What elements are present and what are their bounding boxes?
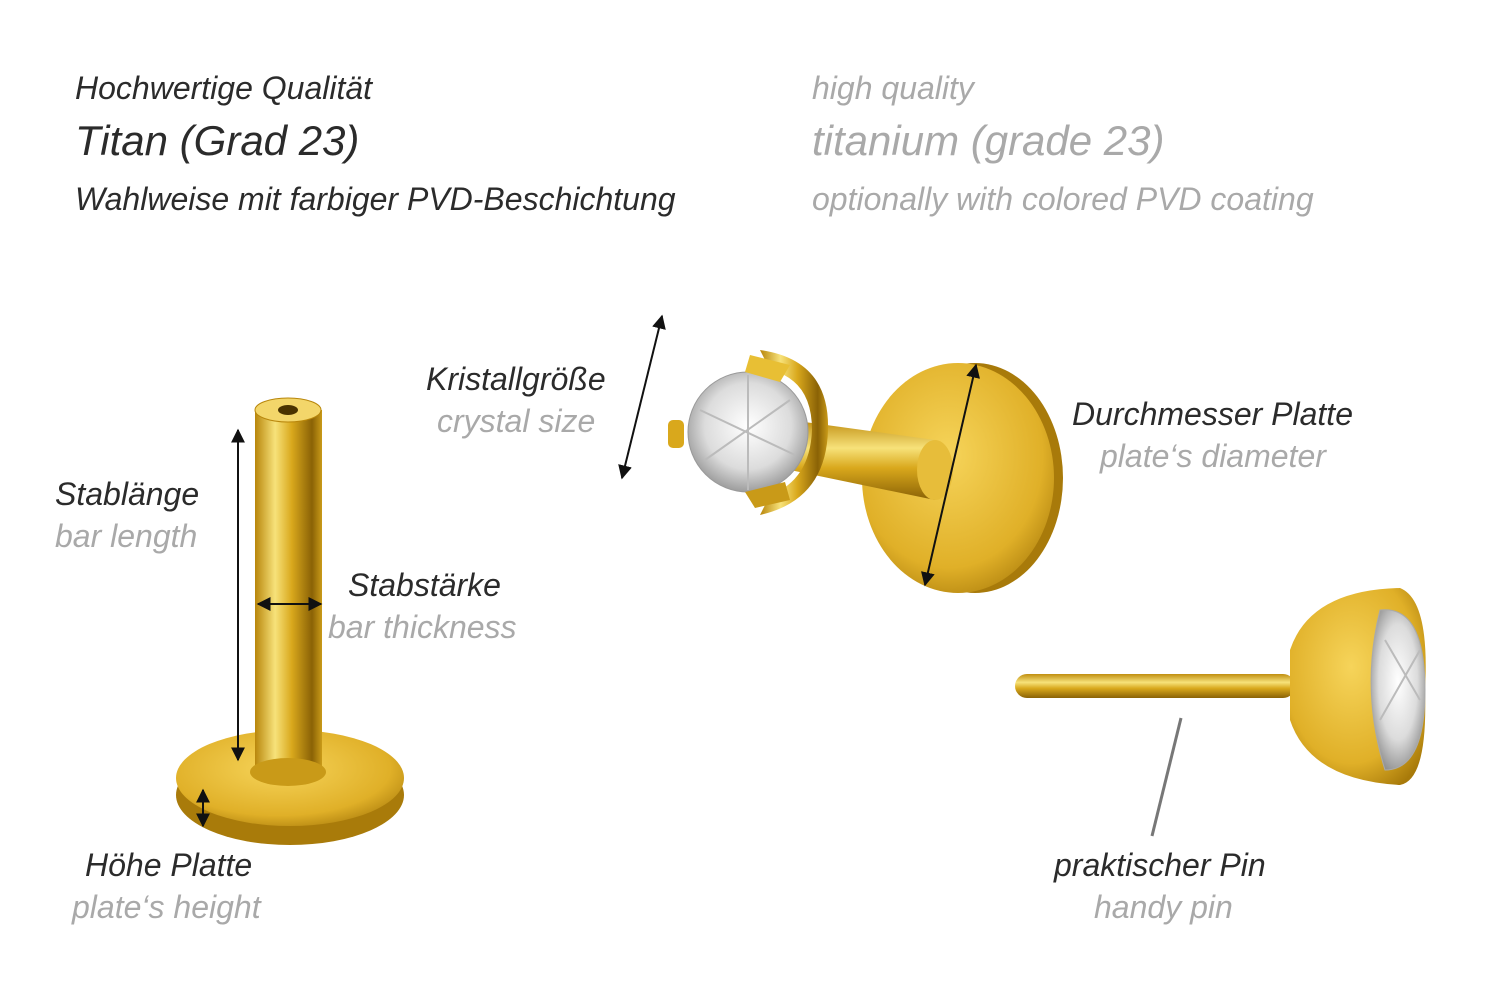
label-plate-diameter-en: plate‘s diameter: [1100, 438, 1326, 474]
header-quality-en: high quality: [812, 70, 974, 106]
crystal-size-arrow: [618, 314, 666, 480]
label-pin-en: handy pin: [1094, 889, 1233, 925]
label-bar-thickness-de: Stabstärke: [348, 567, 501, 603]
header-quality-de: Hochwertige Qualität: [75, 70, 373, 106]
label-bar-length-de: Stablänge: [55, 476, 200, 512]
label-plate-diameter-de: Durchmesser Platte: [1072, 396, 1353, 432]
pin-with-crystal: [1015, 588, 1426, 785]
label-plate-height-de: Höhe Platte: [85, 847, 253, 883]
label-bar-thickness-en: bar thickness: [328, 609, 517, 645]
label-pin-de: praktischer Pin: [1054, 847, 1266, 883]
label-crystal-size-en: crystal size: [437, 403, 596, 439]
pin-pointer-line: [1150, 717, 1183, 837]
header-material-en: titanium (grade 23): [812, 117, 1165, 164]
header-coating-de: Wahlweise mit farbiger PVD-Beschichtung: [75, 181, 676, 217]
label-crystal-size-de: Kristallgröße: [426, 361, 606, 397]
labret-with-crystal: [668, 350, 1063, 593]
header-coating-en: optionally with colored PVD coating: [812, 181, 1314, 217]
plate-diameter-arrow: [921, 363, 980, 587]
header-material-de: Titan (Grad 23): [75, 117, 360, 164]
label-bar-length-en: bar length: [55, 518, 198, 554]
label-plate-height-en: plate‘s height: [72, 889, 261, 925]
